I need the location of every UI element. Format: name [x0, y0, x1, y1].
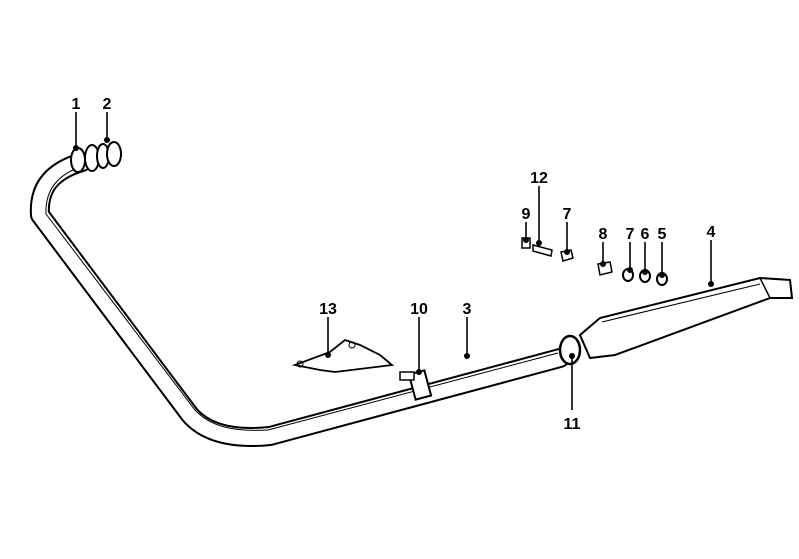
- callout-7b: 7: [626, 226, 635, 273]
- callout-label: 8: [599, 226, 608, 243]
- callout-label: 7: [563, 206, 572, 223]
- callout-label: 9: [522, 206, 531, 223]
- callout-13: 13: [319, 301, 337, 358]
- callout-label: 2: [103, 96, 112, 113]
- pipe-clamp: [399, 369, 433, 401]
- callout-5: 5: [658, 226, 667, 278]
- callout-10: 10: [410, 301, 428, 375]
- callout-label: 7: [626, 226, 635, 243]
- callout-6: 6: [641, 226, 650, 275]
- callout-label: 4: [707, 224, 716, 241]
- callout-12: 12: [530, 170, 548, 246]
- callout-3: 3: [463, 301, 472, 359]
- callout-11: 11: [564, 353, 581, 433]
- callout-label: 6: [641, 226, 650, 243]
- mounting-bracket: [291, 338, 395, 373]
- callout-label: 3: [463, 301, 472, 318]
- callout-label: 10: [410, 301, 428, 318]
- exhaust-pipe: [29, 152, 570, 447]
- callout-2: 2: [103, 96, 112, 143]
- callout-1: 1: [72, 96, 81, 151]
- callout-4: 4: [707, 224, 716, 287]
- callout-label: 12: [530, 170, 548, 187]
- callout-9: 9: [522, 206, 531, 243]
- callout-label: 13: [319, 301, 337, 318]
- callout-label: 5: [658, 226, 667, 243]
- callout-8: 8: [599, 226, 608, 267]
- header-flange: [70, 141, 122, 173]
- callout-label: 1: [72, 96, 81, 113]
- callout-label: 11: [564, 416, 581, 433]
- muffler: [558, 276, 794, 366]
- callout-7a: 7: [563, 206, 572, 255]
